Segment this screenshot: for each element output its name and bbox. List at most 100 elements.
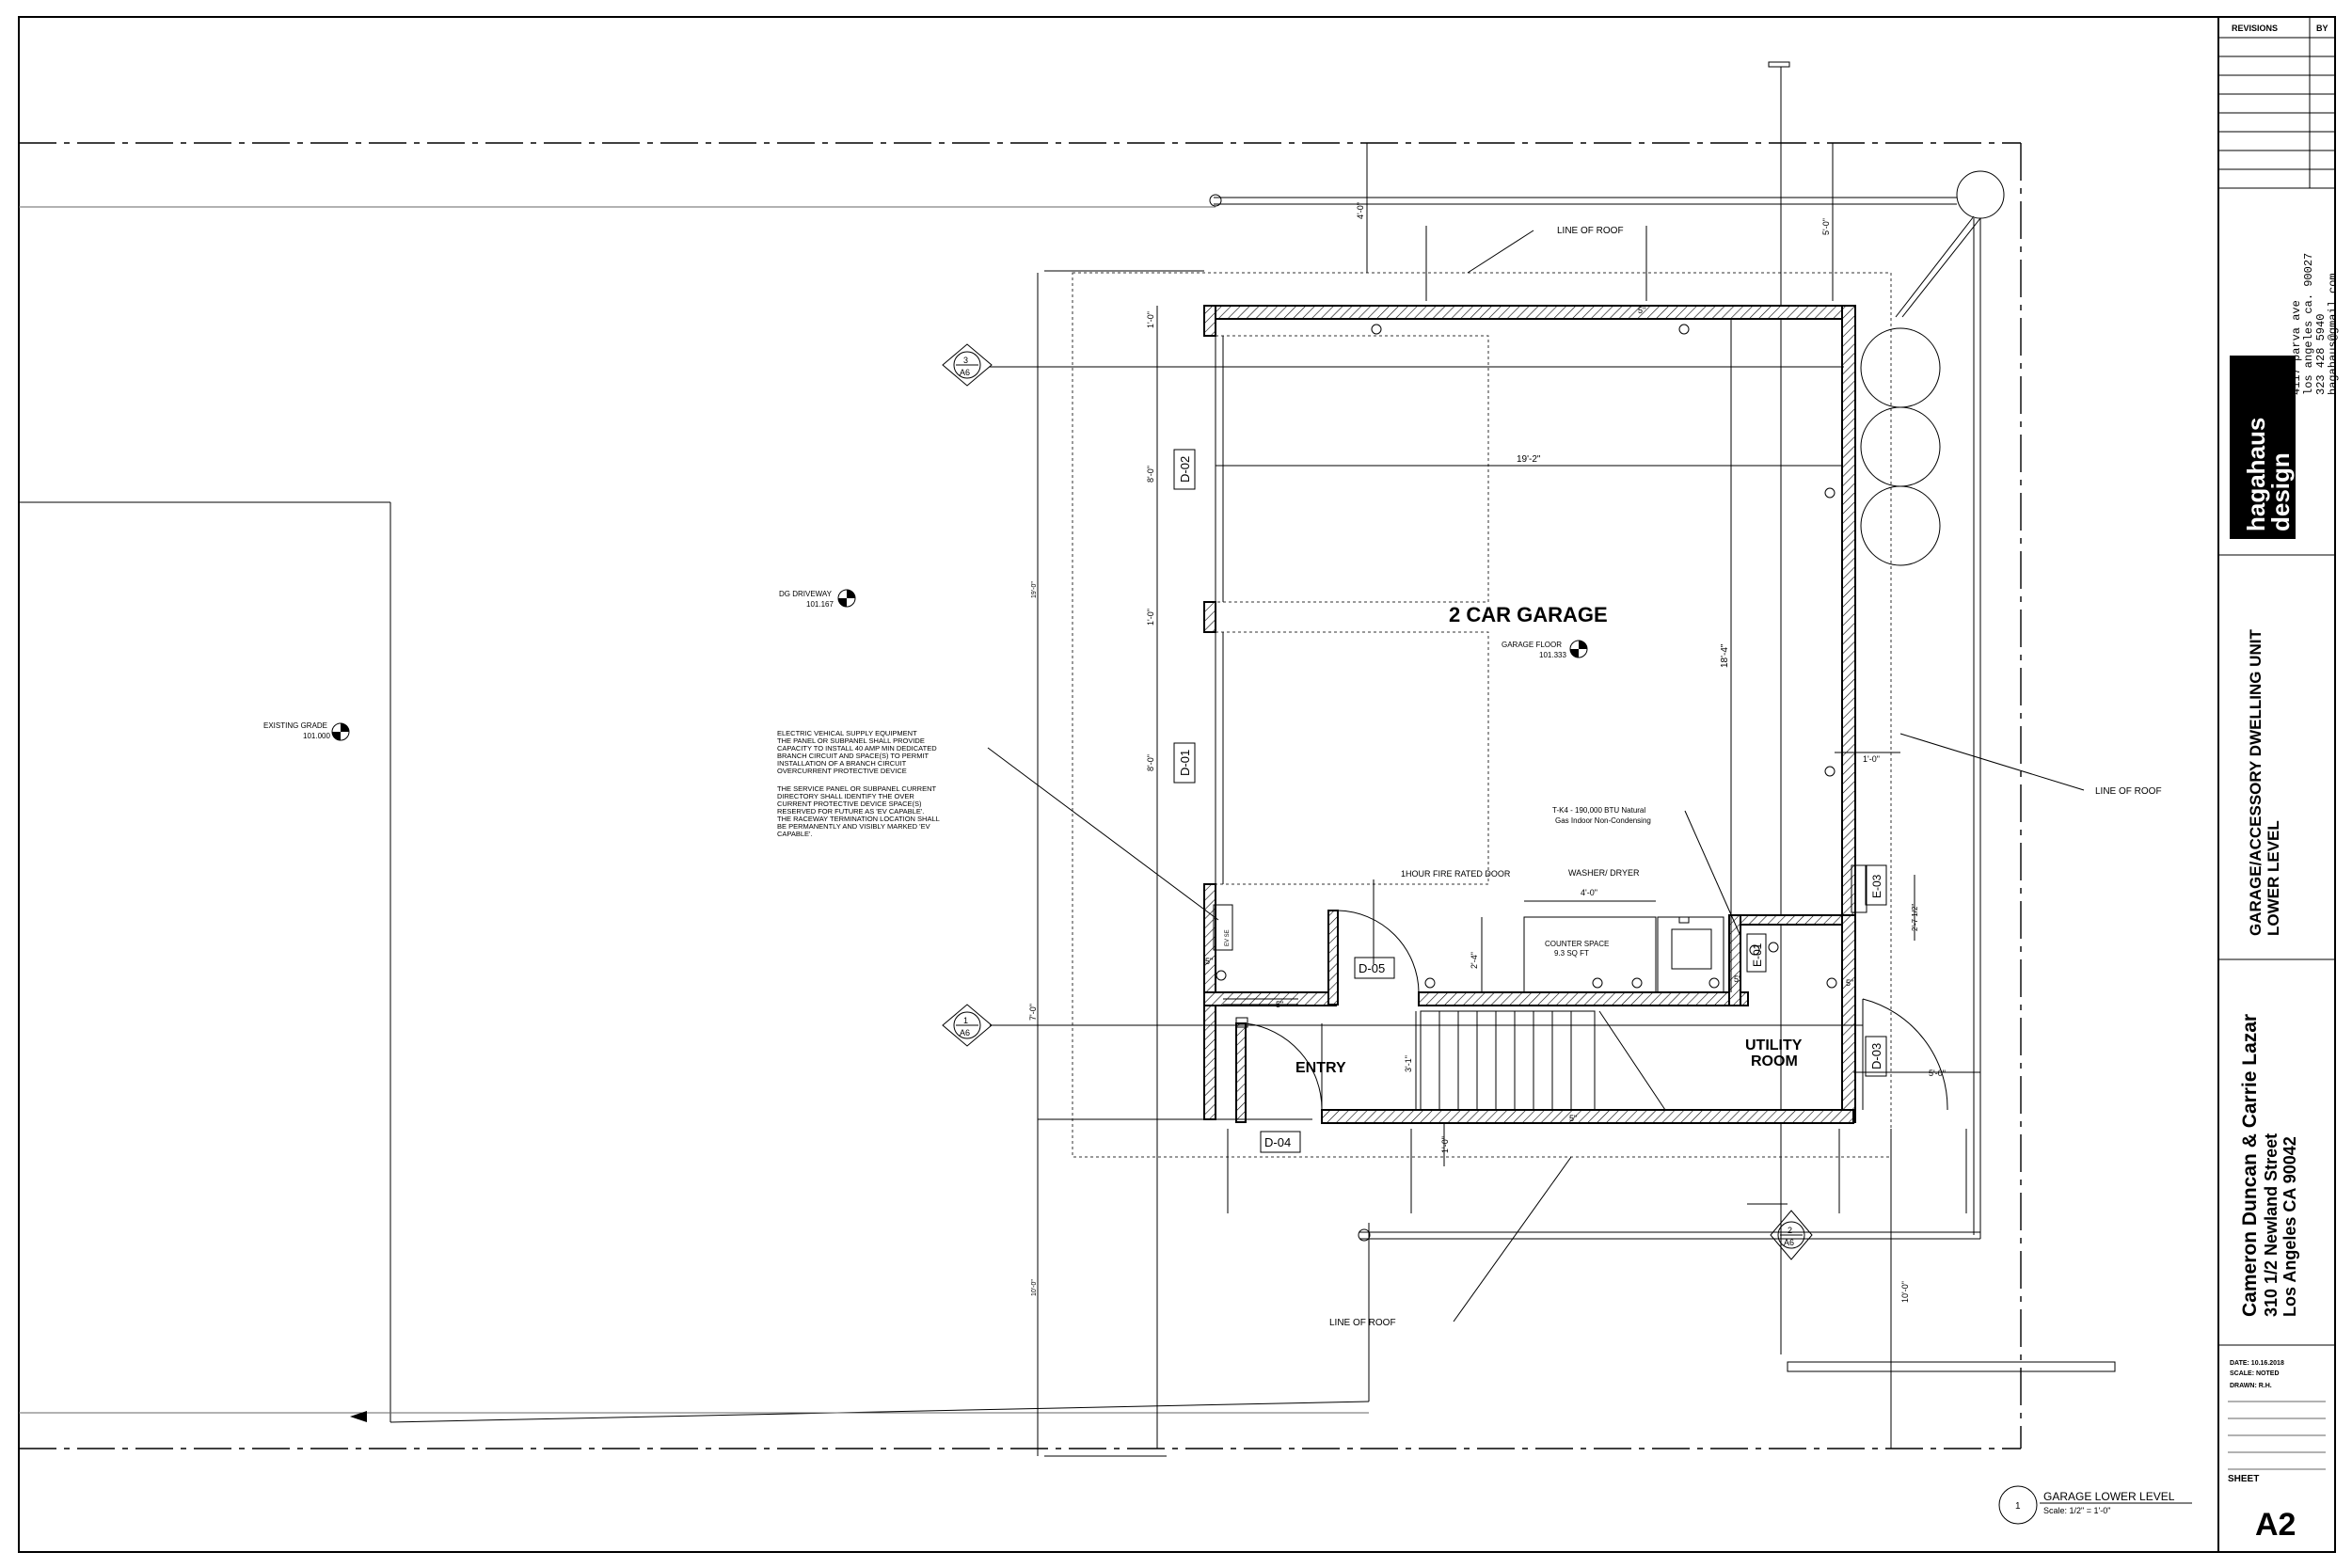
client-street: 310 1/2 Newland Street: [2262, 1133, 2280, 1317]
client-name: Cameron Duncan & Carrie Lazar: [2239, 1014, 2261, 1317]
dim-10-0-left: 10'-0": [1031, 1279, 1038, 1296]
drawn-field: DRAWN: R.H.: [2230, 1383, 2272, 1389]
existing-grade-value: 101.000: [303, 732, 330, 740]
ev-note-line: THE PANEL OR SUBPANEL SHALL PROVIDE: [777, 736, 925, 745]
dim-18-4: 18'-4": [1720, 643, 1730, 668]
dim-5-0-top: 5'-0": [1821, 218, 1831, 235]
door-tag-d03: D-03: [1869, 1043, 1883, 1069]
equipment-tag-e03: E-03: [1870, 874, 1883, 898]
ev-se-label: EV SE: [1225, 929, 1231, 946]
leader-lines: [987, 230, 2085, 1323]
dim-7-0-left: 7'-0": [1028, 1004, 1038, 1021]
firm-name-line1: hagahaus: [2242, 418, 2270, 531]
line-of-roof-right: LINE OF ROOF: [2095, 786, 2162, 797]
firm-name-line2: design: [2266, 452, 2295, 531]
garage-door-swings: [1215, 335, 1489, 885]
dim-2-4: 2'-4": [1470, 952, 1479, 969]
project-title-line1: GARAGE/ACCESSORY DWELLING UNIT: [2247, 629, 2265, 936]
stairs: [1420, 1010, 1666, 1111]
ev-note: ELECTRIC VEHICAL SUPPLY EQUIPMENT THE PA…: [777, 729, 940, 838]
door-tag-d05: D-05: [1359, 961, 1385, 975]
section-mark-3-sheet: A6: [960, 368, 970, 377]
dim-2-7-half: 2'-7 1/2": [1911, 904, 1919, 931]
existing-grade-label: EXISTING GRADE: [263, 721, 327, 730]
dim-8-0-a: 8'-0": [1146, 466, 1155, 483]
ev-note-line: BRANCH CIRCUIT AND SPACE(S) TO PERMIT: [777, 752, 930, 760]
existing-grade-marker: [331, 722, 350, 741]
washer-dryer-label: WASHER/ DRYER: [1568, 868, 1640, 878]
counter-label-1: COUNTER SPACE: [1545, 940, 1609, 948]
dim-1-0-b: 1'-0": [1146, 609, 1155, 626]
ev-note-line: CAPACITY TO INSTALL 40 AMP MIN DEDICATED: [777, 744, 937, 752]
drawing-number: 1: [2015, 1501, 2021, 1512]
sheet-label: SHEET: [2228, 1474, 2259, 1484]
ev-note-line: RESERVED FOR FUTURE AS 'EV CAPABLE'.: [777, 807, 924, 816]
section-mark-2-sheet: A6: [1784, 1238, 1794, 1247]
property-lines: [19, 142, 2022, 1449]
drawing-title: GARAGE LOWER LEVEL: [2043, 1490, 2175, 1503]
garage-floor-label: GARAGE FLOOR: [1502, 641, 1562, 649]
dim-10-0-right: 10'-0": [1900, 1281, 1910, 1303]
electrical-outlets: [1216, 324, 1837, 989]
section-mark-3-number: 3: [963, 356, 968, 365]
firm-address-1: 4117 parva ave: [2290, 300, 2303, 395]
scale-field: SCALE: NOTED: [2230, 1370, 2280, 1377]
door-tag-d01: D-01: [1178, 750, 1192, 776]
dim-19-0-left: 19'-0": [1031, 581, 1038, 598]
fire-door-label: 1HOUR FIRE RATED DOOR: [1401, 869, 1511, 879]
dg-driveway-marker: [837, 589, 856, 608]
firm-email: hagahaus@gmail.com: [2327, 273, 2340, 395]
dim-5-b: 5": [1276, 1000, 1283, 1009]
walls: [1203, 305, 1856, 1124]
water-tanks: [1860, 327, 1941, 566]
project-title-line2: LOWER LEVEL: [2265, 820, 2282, 936]
dim-1-0-d: 1'-0": [1863, 754, 1880, 764]
firm-address-2: los angeles ca. 90027: [2302, 253, 2315, 395]
dg-driveway-value: 101.167: [806, 600, 834, 609]
ev-note-line: DIRECTORY SHALL IDENTIFY THE OVER: [777, 792, 914, 800]
door-tag-d04: D-04: [1264, 1135, 1291, 1149]
date-field: DATE: 10.16.2018: [2230, 1360, 2284, 1367]
room-label-room: ROOM: [1751, 1053, 1798, 1069]
garage-floor-marker: [1569, 640, 1588, 658]
dim-4-0-counter: 4'-0": [1581, 888, 1597, 897]
ev-note-line: OVERCURRENT PROTECTIVE DEVICE: [777, 767, 907, 775]
dim-5-d: 5": [1846, 978, 1853, 988]
roof-line-outline: [1072, 272, 1892, 1158]
ev-note-line: BE PERMANENTLY AND VISIBLY MARKED 'EV: [777, 822, 930, 831]
room-label-entry: ENTRY: [1295, 1060, 1346, 1076]
dg-driveway-label: DG DRIVEWAY: [779, 590, 833, 598]
dim-1-0-a: 1'-0": [1146, 311, 1155, 328]
heater-label-2: Gas Indoor Non-Condensing: [1555, 816, 1651, 825]
section-mark-1-number: 1: [963, 1016, 968, 1025]
dim-3-1: 3'-1": [1404, 1055, 1413, 1072]
by-header: BY: [2316, 24, 2328, 33]
equipment-tag-e01: E-01: [1751, 942, 1764, 967]
ev-note-line: THE SERVICE PANEL OR SUBPANEL CURRENT: [777, 784, 936, 793]
section-mark-2-number: 2: [1788, 1226, 1792, 1235]
door-tag-d02: D-02: [1178, 456, 1192, 483]
section-mark-1-sheet: A6: [960, 1028, 970, 1037]
revisions-header: REVISIONS: [2232, 24, 2278, 33]
dim-5-0-door: 5'-0": [1929, 1069, 1946, 1078]
sheet-border: [18, 16, 2336, 1553]
counter-label-2: 9.3 SQ FT: [1554, 949, 1589, 958]
section-mark-1: [942, 1004, 993, 1047]
dim-5-a: 5": [1205, 957, 1213, 966]
revisions-table: [2218, 17, 2335, 1470]
dim-5-c: 5": [1734, 974, 1741, 984]
gutter-lines: [1209, 61, 2116, 1372]
dim-5-e: 5": [1638, 306, 1645, 315]
line-of-roof-bottom: LINE OF ROOF: [1329, 1318, 1396, 1328]
room-label-garage: 2 CAR GARAGE: [1449, 603, 1608, 626]
section-mark-3: [942, 343, 993, 387]
firm-logo-box: [2230, 356, 2296, 539]
ev-note-line: CURRENT PROTECTIVE DEVICE SPACE(S): [777, 800, 922, 808]
dim-4-0-top: 4'-0": [1356, 202, 1365, 219]
title-block-border: [2217, 16, 2336, 1553]
elevation-markers: [331, 589, 1588, 741]
ev-note-line: THE RACEWAY TERMINATION LOCATION SHALL: [777, 815, 940, 823]
section-mark-2: [1770, 1210, 1813, 1260]
ev-note-line: CAPABLE'.: [777, 830, 813, 838]
